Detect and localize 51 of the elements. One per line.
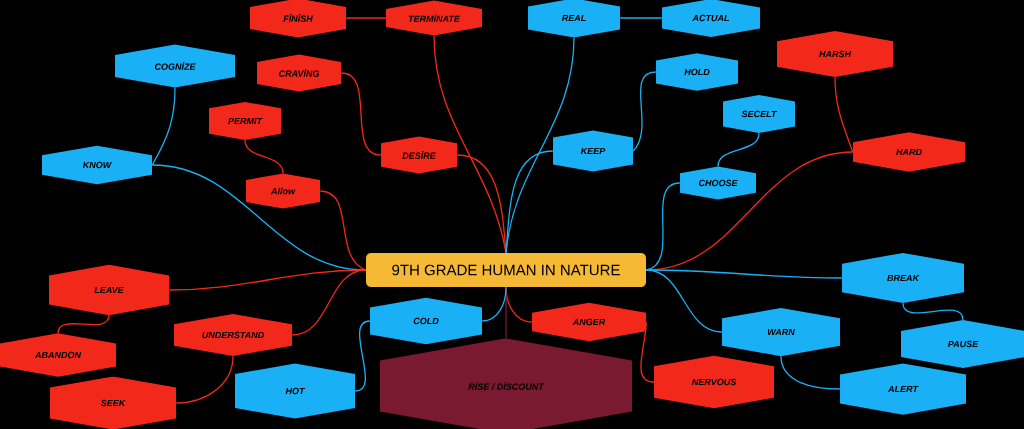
hexagon-box: FİNİSH: [250, 0, 346, 38]
connector-line: [780, 355, 841, 390]
connector-line: [175, 355, 234, 404]
connector-line: [319, 190, 367, 271]
hexagon-box: BREAK: [842, 252, 964, 304]
hexagon-box: UNDERSTAND: [174, 313, 292, 357]
hexagon-box: TERMİNATE: [386, 0, 482, 36]
connector-line: [57, 314, 110, 334]
topic-box: 9TH GRADE HUMAN IN NATURE: [366, 253, 646, 287]
connector-line: [640, 321, 655, 383]
hexagon-box: HARSH: [777, 30, 893, 78]
connector-line: [645, 269, 723, 333]
connector-line: [340, 72, 382, 156]
connector-line: [151, 87, 176, 166]
hexagon-box: PAUSE: [901, 320, 1024, 368]
connector-line: [632, 71, 657, 152]
connector-line: [244, 139, 284, 174]
hexagon-box: WARN: [722, 307, 840, 357]
hexagon-box: Allow: [246, 173, 320, 209]
hexagon-box: KEEP: [553, 130, 633, 172]
connector-line: [902, 302, 964, 321]
hexagon-box: CHOOSE: [680, 166, 756, 200]
hexagon-box: HOT: [235, 363, 355, 419]
connector-line: [505, 150, 554, 254]
hexagon-box: RİSE / DİSCOUNT: [380, 338, 632, 429]
hexagon-box: SECELT: [723, 95, 795, 133]
connector-line: [433, 35, 507, 254]
hexagon-box: CRAVİNG: [257, 54, 341, 92]
hexagon-box: ANGER: [532, 302, 646, 342]
hexagon-box: SEEK: [50, 376, 176, 429]
hexagon-box: ALERT: [840, 363, 966, 415]
hexagon-box: ACTUAL: [662, 0, 760, 38]
connector-line: [345, 17, 387, 19]
connector-line: [481, 286, 507, 322]
hexagon-box: HARD: [853, 132, 965, 172]
hexagon-box: REAL: [528, 0, 620, 38]
connector-line: [168, 269, 367, 291]
hexagon-box: DESİRE: [381, 136, 457, 174]
connector-line: [645, 269, 843, 279]
hexagon-box: HOLD: [656, 53, 738, 91]
hexagon-box: COGNİZE: [115, 44, 235, 88]
connector-line: [834, 76, 854, 153]
hexagon-box: ABANDON: [0, 333, 116, 377]
connector-line: [717, 132, 760, 168]
hexagon-box: NERVOUS: [654, 355, 774, 409]
connector-line: [354, 320, 371, 392]
connector-line: [619, 17, 663, 19]
hexagon-box: COLD: [370, 297, 482, 345]
hexagon-box: KNOW: [42, 145, 152, 185]
hexagon-box: LEAVE: [49, 264, 169, 316]
hexagon-box: PERMIT: [209, 102, 281, 140]
